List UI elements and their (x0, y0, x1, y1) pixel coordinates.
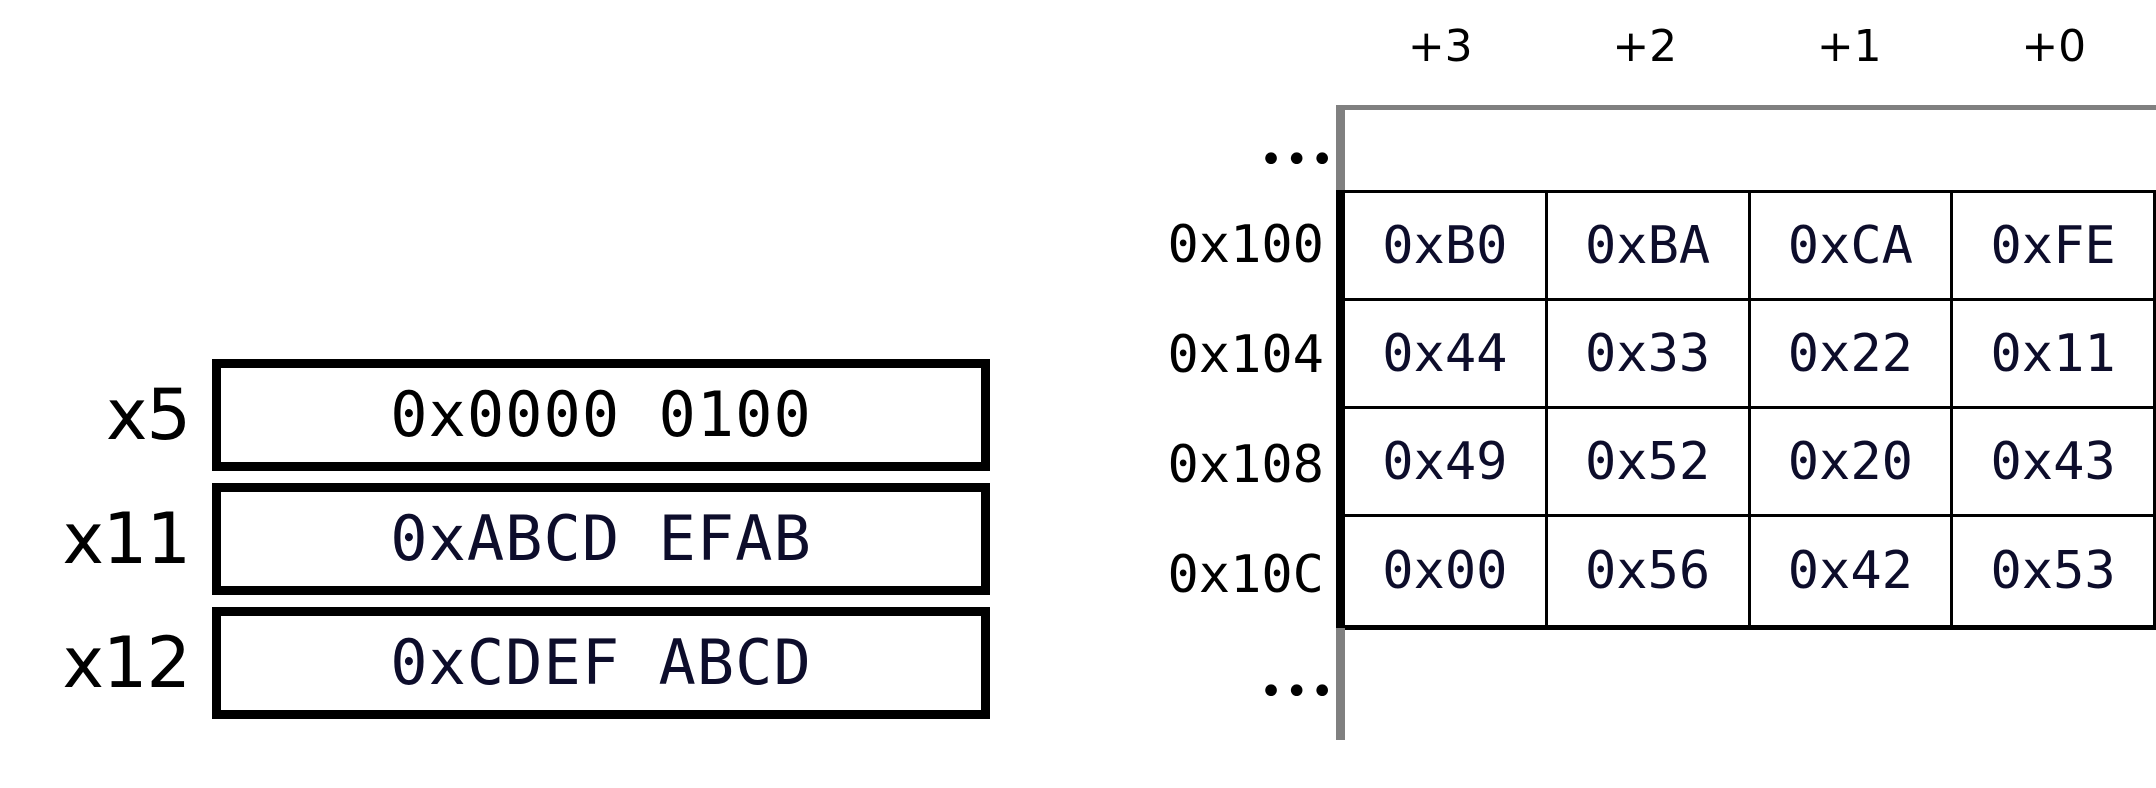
register-label-x5: x5 (106, 374, 191, 456)
memory-cell: 0x22 (1751, 301, 1954, 406)
memory-grid: 0xB0 0xBA 0xCA 0xFE 0x44 0x33 0x22 0x11 … (1336, 190, 2156, 630)
memory-table-region: +3 +2 +1 +0 ••• 0x100 0x104 0x108 0x10C … (1120, 0, 2156, 788)
column-header-plus1: +1 (1816, 21, 1882, 72)
memory-row-0x108: 0x49 0x52 0x20 0x43 (1345, 409, 2153, 517)
memory-cell: 0xBA (1548, 193, 1751, 298)
memory-top-rail-horizontal (1336, 105, 2156, 110)
memory-row-0x104: 0x44 0x33 0x22 0x11 (1345, 301, 2153, 409)
register-box-x5: 0x0000 0100 (212, 359, 990, 471)
memory-column-headers: +3 +2 +1 +0 (1338, 18, 2156, 76)
address-label-0x108: 0x108 (1167, 435, 1324, 495)
register-row: x5 0x0000 0100 (0, 356, 1060, 474)
register-label-x11: x11 (62, 498, 192, 580)
column-header-plus2: +2 (1612, 21, 1678, 72)
address-label-0x10C: 0x10C (1167, 545, 1324, 605)
register-value-x11: 0xABCD EFAB (390, 502, 812, 575)
register-row: x12 0xCDEF ABCD (0, 604, 1060, 722)
memory-cell: 0x52 (1548, 409, 1751, 514)
memory-cell: 0x53 (1990, 541, 2116, 601)
register-value-x5: 0x0000 0100 (390, 378, 812, 451)
address-label-0x100: 0x100 (1167, 215, 1324, 275)
register-file: x5 0x0000 0100 x11 0xABCD EFAB x12 0xCDE… (0, 356, 1060, 736)
register-value-x12: 0xCDEF ABCD (390, 626, 812, 699)
memory-cell: 0xB0 (1345, 193, 1548, 298)
address-label-0x104: 0x104 (1167, 325, 1324, 385)
memory-cell: 0x56 (1548, 517, 1751, 625)
memory-address-gutter: 0x100 0x104 0x108 0x10C (1120, 190, 1324, 630)
memory-ellipsis-above: ••• (1259, 137, 1336, 183)
memory-cell: 0x00 (1345, 517, 1548, 625)
register-row: x11 0xABCD EFAB (0, 480, 1060, 598)
memory-cell: 0x44 (1345, 301, 1548, 406)
memory-cell: 0x33 (1548, 301, 1751, 406)
memory-cell: 0x11 (1990, 323, 2116, 384)
register-box-x11: 0xABCD EFAB (212, 483, 990, 595)
column-header-plus3: +3 (1407, 21, 1473, 72)
memory-row-0x100: 0xB0 0xBA 0xCA 0xFE (1345, 193, 2153, 301)
memory-cell: 0x20 (1751, 409, 1954, 514)
memory-cell: 0x43 (1990, 431, 2116, 492)
memory-cell: 0x49 (1345, 409, 1548, 514)
memory-bottom-rail-vertical (1336, 628, 1345, 740)
memory-top-rail-vertical (1336, 108, 1345, 190)
memory-cell: 0xCA (1751, 193, 1954, 298)
column-header-plus0: +0 (2021, 21, 2087, 72)
memory-row-0x10C: 0x00 0x56 0x42 0x53 (1345, 517, 2153, 625)
register-label-x12: x12 (62, 622, 192, 704)
memory-cell: 0xFE (1990, 215, 2116, 276)
register-box-x12: 0xCDEF ABCD (212, 607, 990, 719)
memory-ellipsis-below: ••• (1259, 669, 1336, 715)
memory-cell: 0x42 (1751, 517, 1954, 625)
